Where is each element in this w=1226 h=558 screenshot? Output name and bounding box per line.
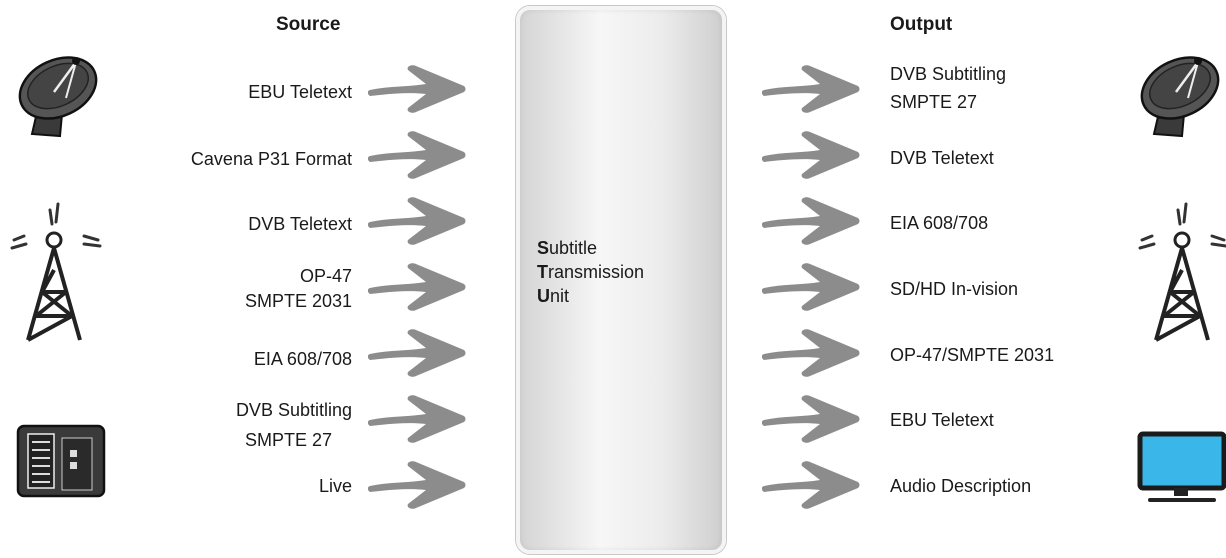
source-arrow — [368, 395, 466, 443]
transmission-tower-icon — [1138, 202, 1226, 342]
output-item: DVB Teletext — [890, 148, 994, 168]
source-arrow — [368, 197, 466, 245]
output-arrow — [762, 131, 860, 179]
output-arrow — [762, 329, 860, 377]
output-arrow — [762, 461, 860, 509]
television-monitor-icon — [1137, 431, 1226, 502]
source-arrow — [368, 329, 466, 377]
source-item: EIA 608/708 — [253, 349, 352, 369]
transmission-tower-icon — [10, 202, 102, 342]
unit-label: Subtitle Transmission Unit — [537, 238, 645, 306]
source-heading: Source — [276, 14, 341, 35]
satellite-dish-icon — [18, 56, 98, 138]
subtitle-transmission-unit-box — [516, 6, 726, 554]
output-item: EBU Teletext — [890, 410, 994, 430]
source-item: DVB Teletext — [248, 214, 352, 234]
teletext-device-icon — [16, 424, 106, 498]
source-item: Live — [318, 476, 352, 496]
output-arrow — [762, 395, 860, 443]
source-item: EBU Teletext — [248, 82, 352, 102]
output-item: Audio Description — [890, 476, 1032, 496]
source-item: Cavena P31 Format — [190, 149, 352, 169]
output-arrow — [762, 197, 860, 245]
source-arrow — [368, 461, 466, 509]
output-heading: Output — [890, 14, 953, 35]
source-arrow — [368, 263, 466, 311]
satellite-dish-icon — [1140, 56, 1220, 138]
source-arrow — [368, 65, 466, 113]
output-item: EIA 608/708 — [890, 213, 989, 233]
output-item: OP-47/SMPTE 2031 — [890, 345, 1055, 365]
output-arrow — [762, 65, 860, 113]
output-arrow — [762, 263, 860, 311]
source-arrow — [368, 131, 466, 179]
output-item: SD/HD In-vision — [890, 279, 1019, 299]
